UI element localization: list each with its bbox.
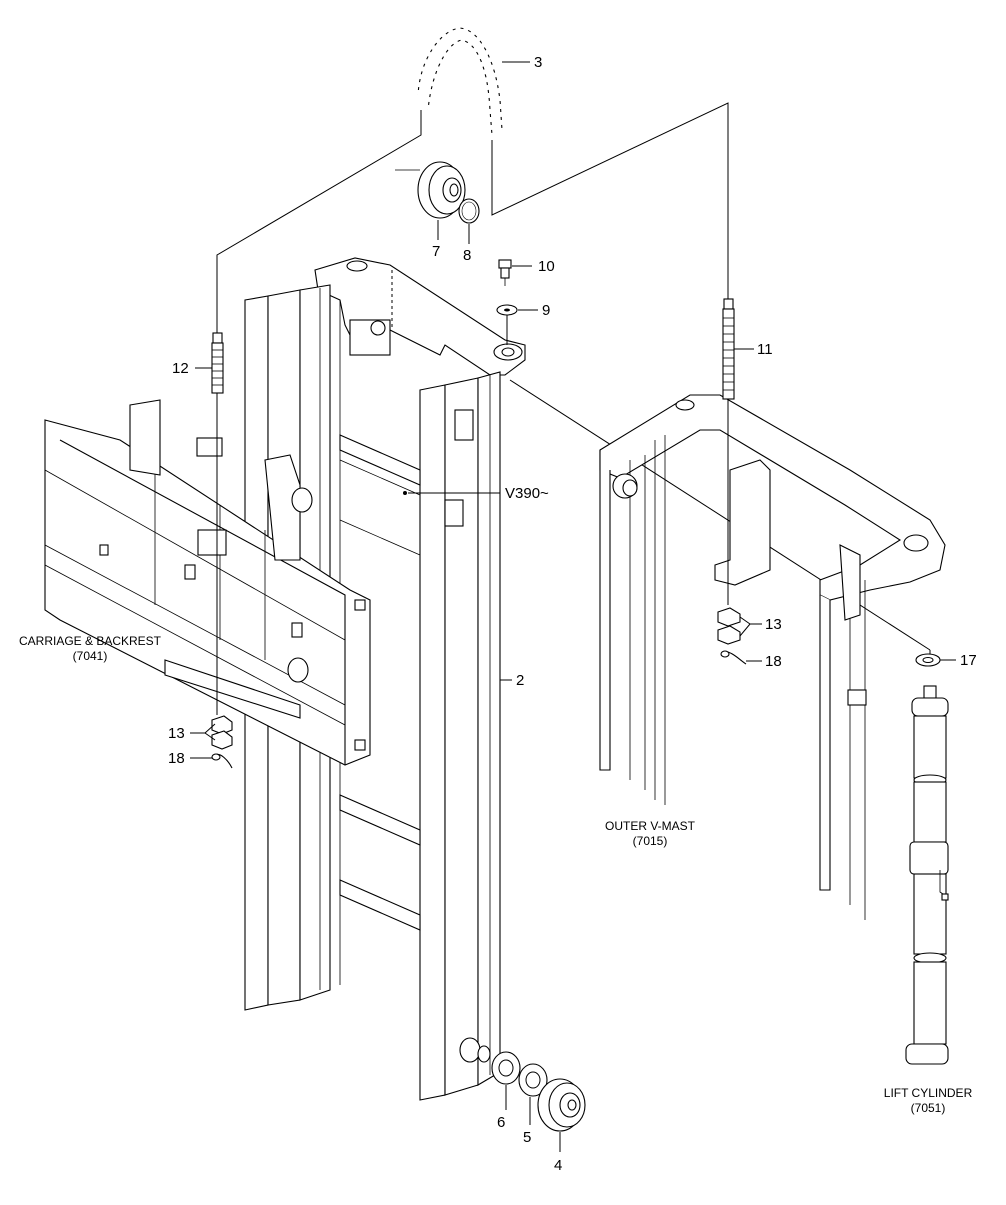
assembly-captions: CARRIAGE & BACKREST (7041) OUTER V-MAST … — [19, 634, 973, 1115]
callout-8: 8 — [463, 247, 471, 264]
outer-mast-caption: OUTER V-MAST — [605, 819, 696, 833]
lift-cylinder — [905, 685, 949, 1065]
callout-12: 12 — [172, 360, 189, 377]
anchor-bolt-11 — [722, 298, 735, 605]
chain — [416, 26, 504, 136]
callout-18-left: 18 — [168, 750, 185, 767]
nuts-right — [717, 607, 741, 645]
nuts-left — [211, 715, 233, 750]
callout-5: 5 — [523, 1129, 531, 1146]
callout-numbers: 3 7 8 10 9 11 12 V390~ 2 13 18 13 18 17 … — [168, 54, 977, 1174]
bolt-10 — [498, 259, 512, 286]
roller-4 — [537, 1078, 586, 1132]
lift-cylinder-caption: LIFT CYLINDER — [884, 1086, 973, 1100]
callout-9: 9 — [542, 302, 550, 319]
split-pin-right — [720, 650, 747, 665]
snap-ring — [458, 198, 480, 224]
outer-v-mast — [599, 394, 946, 920]
washer-17 — [915, 653, 941, 667]
leader-lines — [190, 61, 956, 1152]
callout-3: 3 — [534, 54, 542, 71]
callout-v390: V390~ — [505, 485, 549, 502]
callout-13-left: 13 — [168, 725, 185, 742]
callout-2: 2 — [516, 672, 524, 689]
v390-marker-dot — [403, 491, 407, 495]
chain-routing-lines — [216, 102, 729, 335]
sheave-pulley — [395, 161, 466, 219]
carriage-code: (7041) — [73, 649, 108, 663]
carriage-backrest — [44, 399, 371, 766]
carriage-caption: CARRIAGE & BACKREST — [19, 634, 162, 648]
split-pin-left — [211, 753, 233, 769]
outer-mast-code: (7015) — [633, 834, 668, 848]
washer-5 — [518, 1063, 548, 1097]
callout-18-right: 18 — [765, 653, 782, 670]
lift-cylinder-code: (7051) — [911, 1101, 946, 1115]
callout-11: 11 — [757, 341, 773, 358]
callout-4: 4 — [554, 1157, 562, 1174]
washer-9 — [496, 304, 518, 316]
callout-17: 17 — [960, 652, 977, 669]
callout-7: 7 — [432, 243, 440, 260]
callout-13-right: 13 — [765, 616, 782, 633]
callout-10: 10 — [538, 258, 555, 275]
washer-6 — [491, 1051, 521, 1085]
callout-6: 6 — [497, 1114, 505, 1131]
